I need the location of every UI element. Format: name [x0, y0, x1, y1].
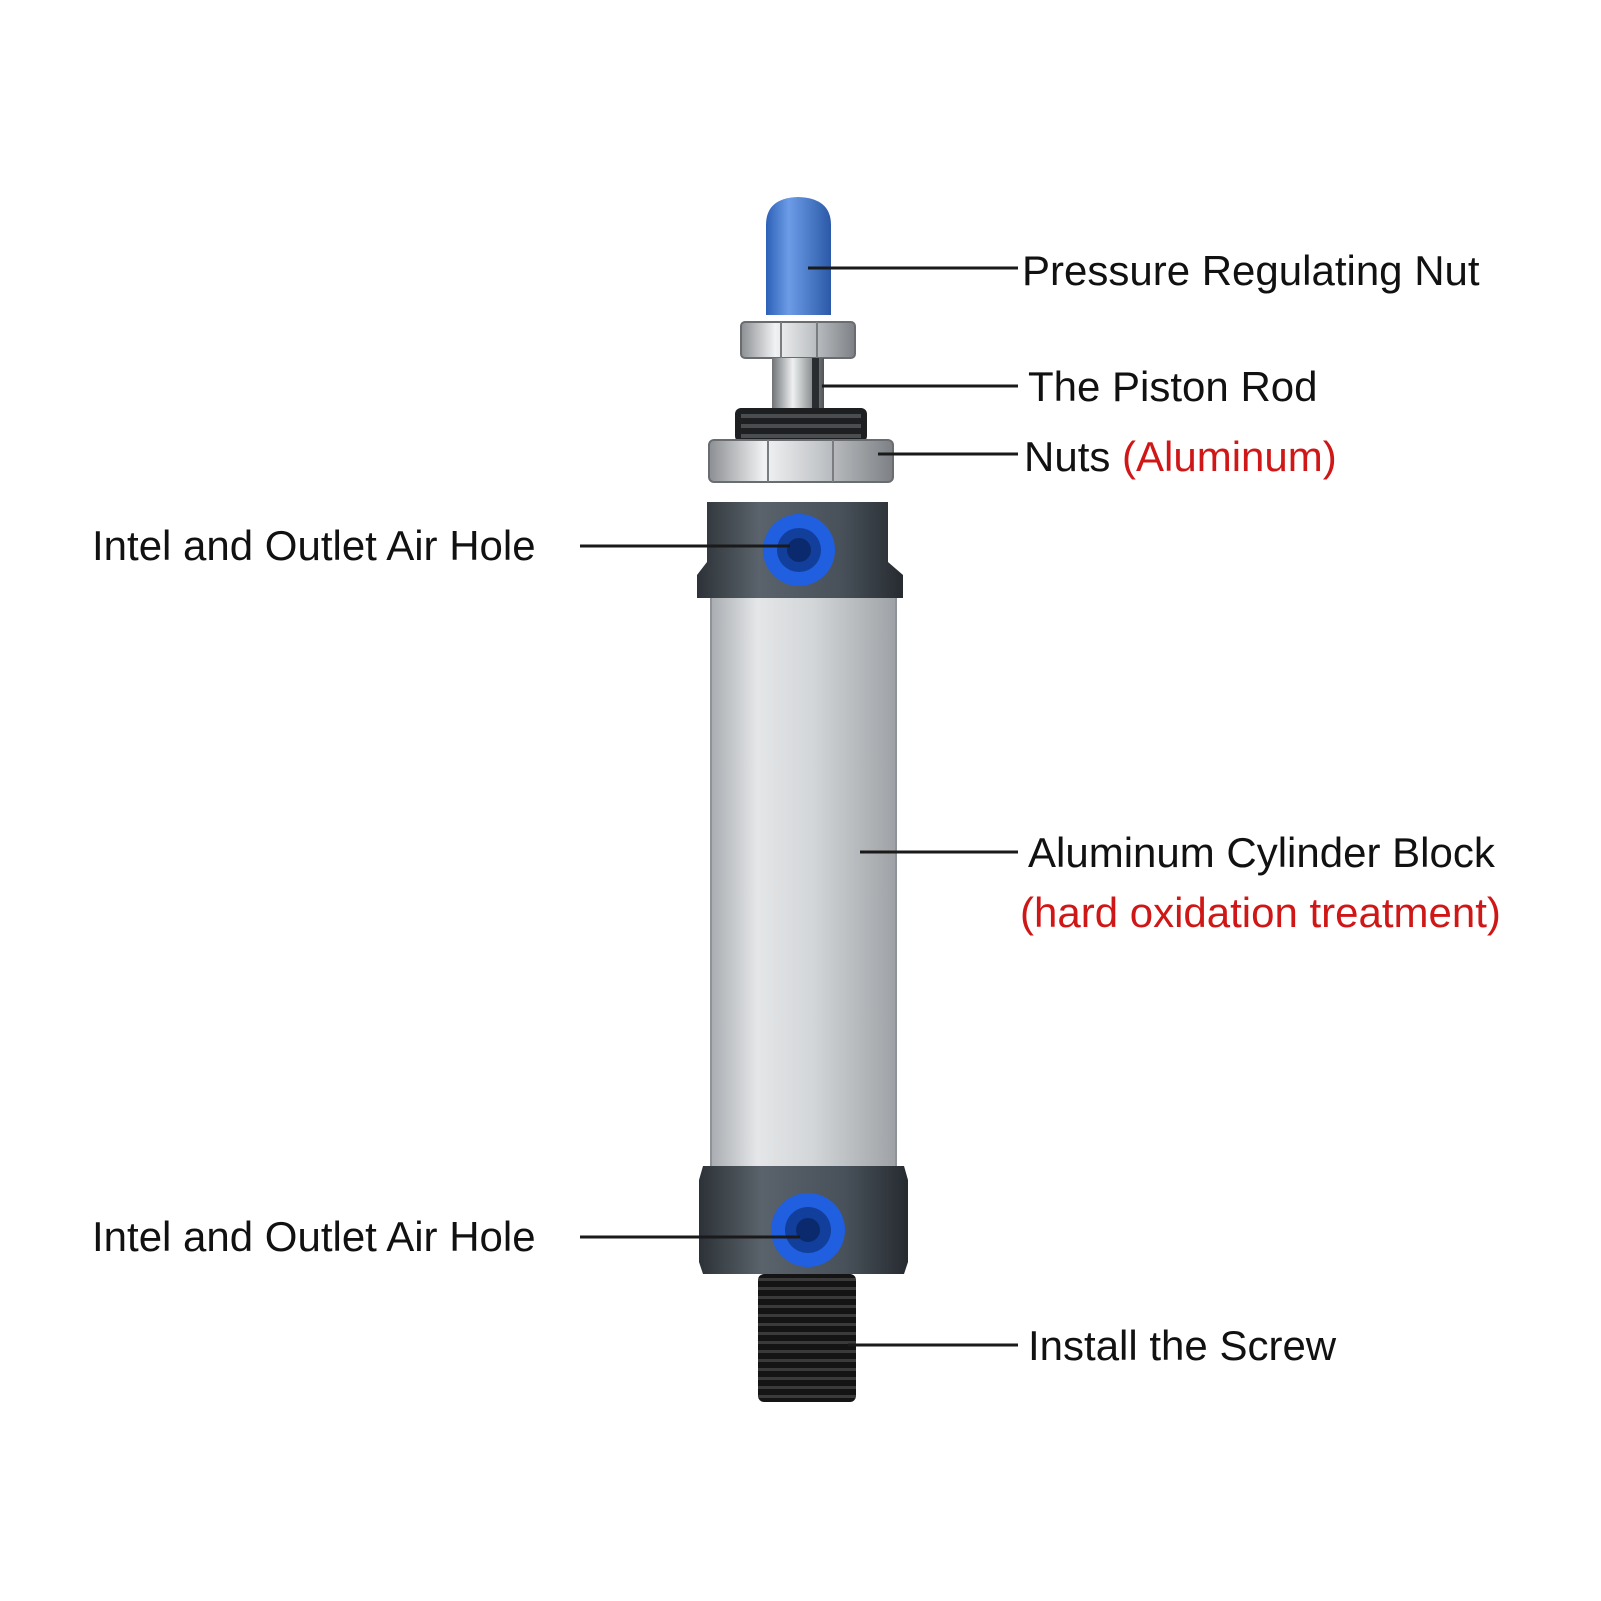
label-nuts-material: (Aluminum): [1122, 433, 1337, 480]
aluminum-barrel-part: [710, 598, 897, 1168]
label-nuts: Nuts: [1024, 433, 1111, 480]
pressure-regulating-nut-part: [766, 197, 831, 315]
threaded-collar-part: [735, 408, 867, 442]
aluminum-nut-part: [708, 439, 894, 483]
label-pressure-regulating-nut: Pressure Regulating Nut: [1022, 247, 1480, 294]
label-nuts-group: Nuts (Aluminum): [1024, 436, 1337, 478]
label-piston-rod: The Piston Rod: [1028, 363, 1318, 410]
label-cylinder-treatment: (hard oxidation treatment): [1020, 889, 1501, 936]
label-air-hole-bottom: Intel and Outlet Air Hole: [92, 1213, 536, 1260]
label-cylinder-block: Aluminum Cylinder Block: [1028, 829, 1495, 876]
top-air-fitting-part: [763, 514, 835, 586]
mounting-screw-part: [758, 1274, 856, 1402]
label-air-hole-top: Intel and Outlet Air Hole: [92, 522, 536, 569]
piston-rod-part: [772, 358, 824, 410]
upper-hex-nut-part: [740, 321, 856, 359]
label-install-screw: Install the Screw: [1028, 1322, 1337, 1369]
bottom-air-fitting-part: [771, 1193, 845, 1267]
